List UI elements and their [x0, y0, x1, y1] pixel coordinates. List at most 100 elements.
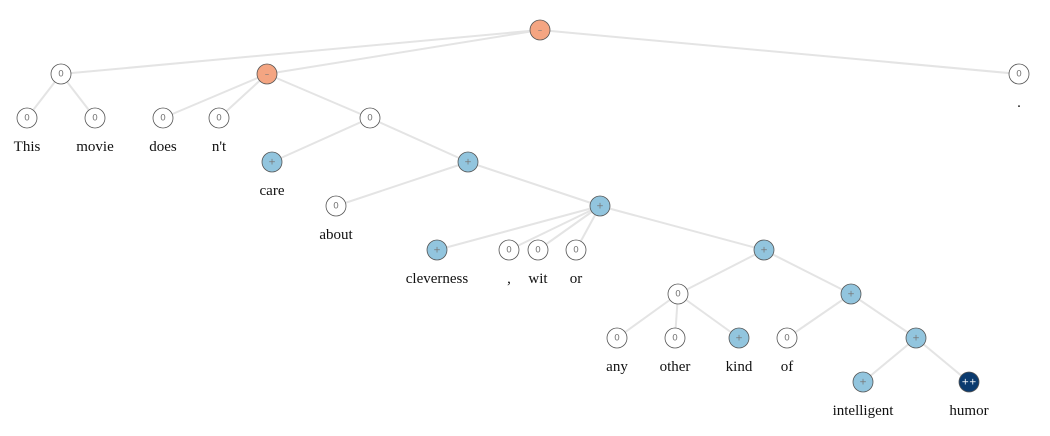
node-circle	[753, 239, 775, 261]
word-kind: kind	[726, 359, 753, 375]
node-circle	[84, 107, 106, 129]
tree-edges	[26, 29, 1020, 383]
node-sentiment-label: 0	[58, 70, 64, 80]
node-circle	[152, 107, 174, 129]
tree-edge	[537, 205, 601, 251]
word-does: does	[149, 139, 177, 155]
sentiment-node-neu: 0	[84, 107, 106, 129]
word-care: care	[260, 183, 285, 199]
node-sentiment-label: 0	[535, 246, 541, 256]
word-of: of	[781, 359, 794, 375]
node-circle	[606, 327, 628, 349]
word-wit: wit	[528, 271, 548, 287]
sentiment-node-neu: 0	[16, 107, 38, 129]
tree-edge	[335, 161, 469, 207]
node-circle	[457, 151, 479, 173]
word-cleverness: cleverness	[406, 271, 469, 287]
node-circle	[905, 327, 927, 349]
tree-edge	[915, 337, 970, 383]
sentiment-node-neu: 0	[606, 327, 628, 349]
node-circle	[664, 327, 686, 349]
word-or: or	[570, 271, 583, 287]
node-circle	[529, 19, 551, 41]
tree-edge	[266, 73, 371, 119]
node-circle	[589, 195, 611, 217]
node-sentiment-label: ++	[961, 378, 976, 388]
node-sentiment-label: +	[596, 202, 604, 212]
node-sentiment-label: +	[433, 246, 441, 256]
node-sentiment-label: +	[847, 290, 855, 300]
tree-edge	[850, 293, 917, 339]
sentiment-node-neu: 0	[565, 239, 587, 261]
sentiment-node-pos: +	[905, 327, 927, 349]
word-nt: n't	[212, 139, 227, 155]
sentiment-node-neu: 0	[1008, 63, 1030, 85]
node-sentiment-label: +	[859, 378, 867, 388]
tree-edge	[162, 73, 268, 119]
tree-edge	[508, 205, 601, 251]
sentiment-node-neu: 0	[325, 195, 347, 217]
sentiment-node-pos: +	[261, 151, 283, 173]
sentiment-node-pos: +	[426, 239, 448, 261]
tree-edge	[763, 249, 852, 295]
sentiment-node-neg: –	[529, 19, 551, 41]
sentiment-node-pos: +	[840, 283, 862, 305]
node-sentiment-label: 0	[333, 202, 339, 212]
node-circle	[852, 371, 874, 393]
node-circle	[498, 239, 520, 261]
node-circle	[565, 239, 587, 261]
sentiment-node-neu: 0	[527, 239, 549, 261]
tree-edge	[266, 29, 541, 75]
node-sentiment-label: –	[265, 70, 270, 80]
node-sentiment-label: 0	[672, 334, 678, 344]
word-other: other	[660, 359, 691, 375]
node-circle	[261, 151, 283, 173]
tree-edge	[467, 161, 601, 207]
word-this: This	[14, 139, 41, 155]
tree-edge	[60, 29, 541, 75]
tree-edge	[677, 249, 765, 295]
node-circle	[667, 283, 689, 305]
word-about: about	[319, 227, 353, 243]
sentiment-node-neu: 0	[50, 63, 72, 85]
tree-edge	[539, 29, 1020, 75]
tree-edge	[677, 293, 740, 339]
sentiment-node-neu: 0	[776, 327, 798, 349]
tree-edge	[218, 73, 268, 119]
node-circle	[958, 371, 980, 393]
tree-edge	[599, 205, 765, 251]
word-any: any	[606, 359, 628, 375]
tree-edge	[862, 337, 917, 383]
sentiment-node-neu: 0	[208, 107, 230, 129]
node-circle	[840, 283, 862, 305]
node-sentiment-label: 0	[506, 246, 512, 256]
node-sentiment-label: 0	[24, 114, 30, 124]
node-circle	[1008, 63, 1030, 85]
sentiment-node-pos: +	[457, 151, 479, 173]
sentiment-node-neu: 0	[152, 107, 174, 129]
sentiment-node-neu: 0	[667, 283, 689, 305]
word-period: .	[1017, 95, 1021, 111]
sentiment-node-neg: –	[256, 63, 278, 85]
word-intelligent: intelligent	[833, 403, 895, 419]
node-sentiment-label: 0	[92, 114, 98, 124]
node-circle	[776, 327, 798, 349]
word-humor: humor	[949, 403, 988, 419]
node-sentiment-label: +	[464, 158, 472, 168]
node-circle	[50, 63, 72, 85]
node-circle	[325, 195, 347, 217]
node-sentiment-label: 0	[160, 114, 166, 124]
sentiment-node-pos: +	[589, 195, 611, 217]
tree-edge	[436, 205, 601, 251]
node-sentiment-label: 0	[1016, 70, 1022, 80]
sentiment-node-pos: +	[753, 239, 775, 261]
node-sentiment-label: +	[912, 334, 920, 344]
tree-edge	[369, 117, 469, 163]
node-sentiment-label: 0	[675, 290, 681, 300]
node-circle	[527, 239, 549, 261]
node-sentiment-label: 0	[216, 114, 222, 124]
node-sentiment-label: 0	[614, 334, 620, 344]
